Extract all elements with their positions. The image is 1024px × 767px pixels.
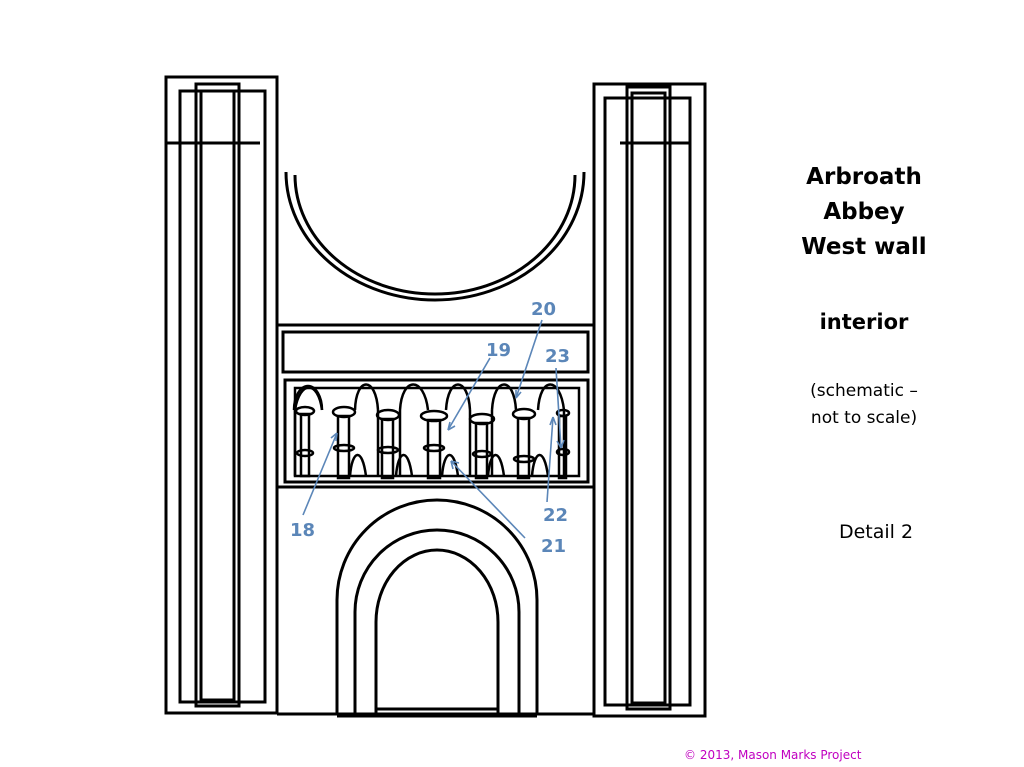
note-line: (schematic –: [810, 381, 918, 401]
right-pier: [592, 82, 707, 718]
callout-20: 20: [531, 299, 556, 320]
title-line: Arbroath: [806, 164, 922, 190]
callout-22: 22: [543, 505, 568, 526]
string-course-panel: [281, 330, 590, 374]
diagram-subtitle: interior: [819, 310, 909, 334]
upper-window-arch: [284, 171, 586, 302]
callout-21: 21: [541, 536, 566, 557]
title-line: Abbey: [823, 199, 905, 225]
title-line: West wall: [801, 234, 927, 260]
left-pier: [164, 75, 279, 715]
scale-note: (schematic – not to scale): [784, 378, 944, 432]
detail-label: Detail 2: [838, 521, 914, 543]
diagram-title: Arbroath Abbey West wall: [784, 160, 944, 265]
callout-18: 18: [290, 520, 315, 541]
callout-leaders: [302, 319, 565, 539]
doorway-arch: [335, 498, 539, 718]
arcade-frame: [283, 378, 590, 484]
central-wall: [277, 323, 594, 716]
arcade-arches: [292, 383, 566, 477]
callout-19: 19: [486, 340, 511, 361]
callout-23: 23: [545, 346, 570, 367]
copyright-notice: © 2013, Mason Marks Project: [684, 748, 862, 762]
note-line: not to scale): [810, 408, 918, 428]
arcade-columns: [294, 405, 571, 480]
